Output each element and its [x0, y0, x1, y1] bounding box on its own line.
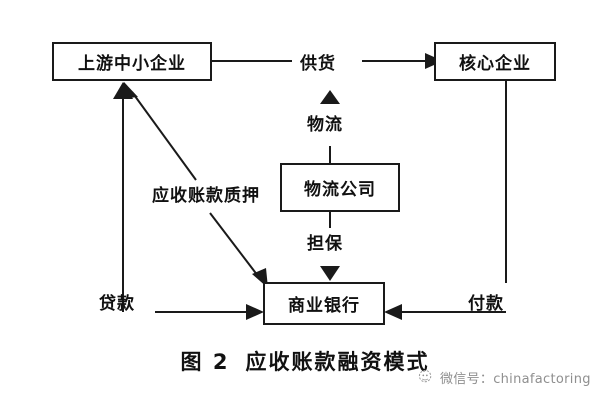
arrowhead-payment-left	[384, 304, 402, 320]
node-upstream-sme[interactable]: 上游中小企业	[52, 42, 212, 81]
watermark: 微信号：chinafactoring	[418, 368, 591, 387]
arrowhead-guarantee-down	[320, 266, 340, 281]
edge-label-logistics: 物流	[307, 115, 343, 135]
edge-ar-pledge-downright	[209, 212, 259, 277]
figure-caption-number: 图 2	[180, 350, 230, 374]
arrowhead-logistics-up	[320, 90, 340, 104]
watermark-text: 微信号：chinafactoring	[440, 372, 591, 387]
edge-label-guarantee: 担保	[307, 234, 343, 254]
edge-ar-pledge-upleft	[131, 91, 197, 181]
node-commercial-bank-label: 商业银行	[288, 296, 360, 316]
edge-label-ar-pledge: 应收账款质押	[152, 186, 260, 206]
node-core-enterprise[interactable]: 核心企业	[434, 42, 556, 81]
node-logistics-company[interactable]: 物流公司	[280, 163, 400, 212]
figure-caption: 图 2 应收账款融资模式	[0, 346, 610, 376]
node-upstream-sme-label: 上游中小企业	[78, 54, 186, 74]
node-core-enterprise-label: 核心企业	[459, 54, 531, 74]
node-logistics-company-label: 物流公司	[304, 180, 376, 200]
edge-label-payment: 付款	[468, 294, 504, 314]
wechat-logo-icon	[418, 369, 432, 383]
node-commercial-bank[interactable]: 商业银行	[263, 282, 385, 325]
edge-label-loan: 贷款	[99, 294, 135, 314]
figure-caption-title: 应收账款融资模式	[245, 350, 430, 374]
arrowhead-ar-pledge-upleft	[118, 82, 138, 99]
edge-label-supply: 供货	[300, 54, 336, 74]
arrowhead-loan-right	[246, 304, 264, 320]
